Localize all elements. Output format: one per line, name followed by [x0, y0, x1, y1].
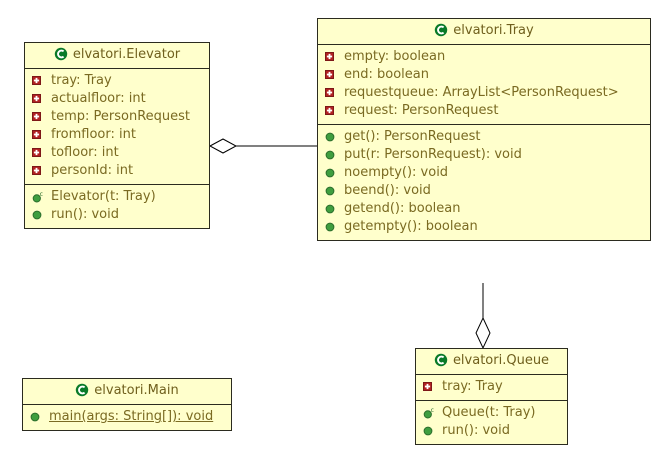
class-box-queue[interactable]: elvatori.Queue tray: Tray c Queue(t: Tra…	[415, 348, 568, 445]
field-row[interactable]: tofloor: int	[25, 144, 209, 162]
field-label: fromfloor: int	[51, 127, 136, 142]
private-icon	[325, 104, 339, 118]
field-row[interactable]: fromfloor: int	[25, 126, 209, 144]
class-icon	[434, 353, 448, 367]
method-label: getend(): boolean	[344, 201, 461, 216]
private-icon	[32, 164, 46, 178]
class-header-main: elvatori.Main	[23, 379, 231, 405]
methods-section-main: main(args: String[]): void	[23, 405, 231, 430]
method-label: run(): void	[442, 423, 510, 438]
aggregation-tray-elevator	[208, 138, 317, 154]
method-icon	[325, 220, 339, 234]
field-row[interactable]: empty: boolean	[318, 48, 650, 66]
private-icon	[32, 74, 46, 88]
private-icon	[32, 146, 46, 160]
method-row[interactable]: getend(): boolean	[318, 200, 650, 218]
class-name-queue: elvatori.Queue	[452, 353, 550, 368]
class-icon	[54, 47, 68, 61]
field-row[interactable]: tray: Tray	[416, 378, 567, 396]
method-icon	[30, 410, 44, 424]
method-icon	[325, 184, 339, 198]
field-label: requestqueue: ArrayList<PersonRequest>	[344, 85, 619, 100]
private-icon	[32, 92, 46, 106]
private-icon	[325, 86, 339, 100]
method-icon	[325, 148, 339, 162]
field-label: actualfloor: int	[51, 91, 146, 106]
private-icon	[32, 128, 46, 142]
class-name-tray: elvatori.Tray	[453, 23, 534, 38]
private-icon	[325, 50, 339, 64]
field-label: tofloor: int	[51, 145, 119, 160]
constructor-icon: c	[32, 190, 46, 204]
class-icon	[75, 383, 89, 397]
fields-section-queue: tray: Tray	[416, 375, 567, 400]
field-row[interactable]: temp: PersonRequest	[25, 108, 209, 126]
class-icon	[434, 23, 448, 37]
svg-text:c: c	[40, 191, 43, 198]
class-header-elevator: elvatori.Elevator	[25, 43, 209, 69]
field-label: personId: int	[51, 163, 134, 178]
svg-text:c: c	[431, 407, 434, 414]
methods-section-queue: c Queue(t: Tray) run(): void	[416, 400, 567, 444]
fields-section-elevator: tray: Tray actualfloor: int temp: Person…	[25, 69, 209, 184]
method-row[interactable]: main(args: String[]): void	[23, 408, 231, 426]
method-icon	[32, 208, 46, 222]
method-row[interactable]: run(): void	[416, 422, 567, 440]
class-header-tray: elvatori.Tray	[318, 19, 650, 45]
private-icon	[423, 380, 437, 394]
method-label: Queue(t: Tray)	[442, 405, 536, 420]
method-row[interactable]: getempty(): boolean	[318, 218, 650, 236]
private-icon	[32, 110, 46, 124]
field-label: end: boolean	[344, 67, 429, 82]
field-label: tray: Tray	[51, 73, 112, 88]
private-icon	[325, 68, 339, 82]
method-label: getempty(): boolean	[344, 219, 478, 234]
class-header-queue: elvatori.Queue	[416, 349, 567, 375]
aggregation-tray-queue	[475, 283, 491, 350]
class-name-elevator: elvatori.Elevator	[72, 47, 181, 62]
method-row[interactable]: c Queue(t: Tray)	[416, 404, 567, 422]
field-label: temp: PersonRequest	[51, 109, 191, 124]
class-box-elevator[interactable]: elvatori.Elevator tray: Tray actualfloor…	[24, 42, 210, 229]
field-row[interactable]: personId: int	[25, 162, 209, 180]
method-row[interactable]: beend(): void	[318, 182, 650, 200]
method-icon	[325, 202, 339, 216]
constructor-icon: c	[423, 406, 437, 420]
method-icon	[325, 166, 339, 180]
field-row[interactable]: end: boolean	[318, 66, 650, 84]
method-row[interactable]: noempty(): void	[318, 164, 650, 182]
method-row[interactable]: c Elevator(t: Tray)	[25, 188, 209, 206]
method-icon	[423, 424, 437, 438]
aggregation-diamond-queue	[475, 316, 491, 350]
field-label: empty: boolean	[344, 49, 446, 64]
method-row[interactable]: get(): PersonRequest	[318, 128, 650, 146]
class-name-main: elvatori.Main	[94, 383, 179, 398]
method-label: main(args: String[]): void	[49, 409, 214, 424]
method-label: put(r: PersonRequest): void	[344, 147, 522, 162]
method-row[interactable]: run(): void	[25, 206, 209, 224]
method-icon	[325, 130, 339, 144]
class-box-tray[interactable]: elvatori.Tray empty: boolean end: boolea…	[317, 18, 651, 241]
method-label: noempty(): void	[344, 165, 449, 180]
method-row[interactable]: put(r: PersonRequest): void	[318, 146, 650, 164]
field-label: request: PersonRequest	[344, 103, 499, 118]
aggregation-diamond-elevator	[208, 138, 238, 154]
field-label: tray: Tray	[442, 379, 503, 394]
methods-section-elevator: c Elevator(t: Tray) run(): void	[25, 184, 209, 228]
method-label: beend(): void	[344, 183, 431, 198]
method-label: run(): void	[51, 207, 119, 222]
field-row[interactable]: request: PersonRequest	[318, 102, 650, 120]
fields-section-tray: empty: boolean end: boolean requestqueue…	[318, 45, 650, 124]
class-box-main[interactable]: elvatori.Main main(args: String[]): void	[22, 378, 232, 431]
field-row[interactable]: tray: Tray	[25, 72, 209, 90]
method-label: Elevator(t: Tray)	[51, 189, 156, 204]
field-row[interactable]: actualfloor: int	[25, 90, 209, 108]
methods-section-tray: get(): PersonRequest put(r: PersonReques…	[318, 124, 650, 240]
method-label: get(): PersonRequest	[344, 129, 481, 144]
field-row[interactable]: requestqueue: ArrayList<PersonRequest>	[318, 84, 650, 102]
